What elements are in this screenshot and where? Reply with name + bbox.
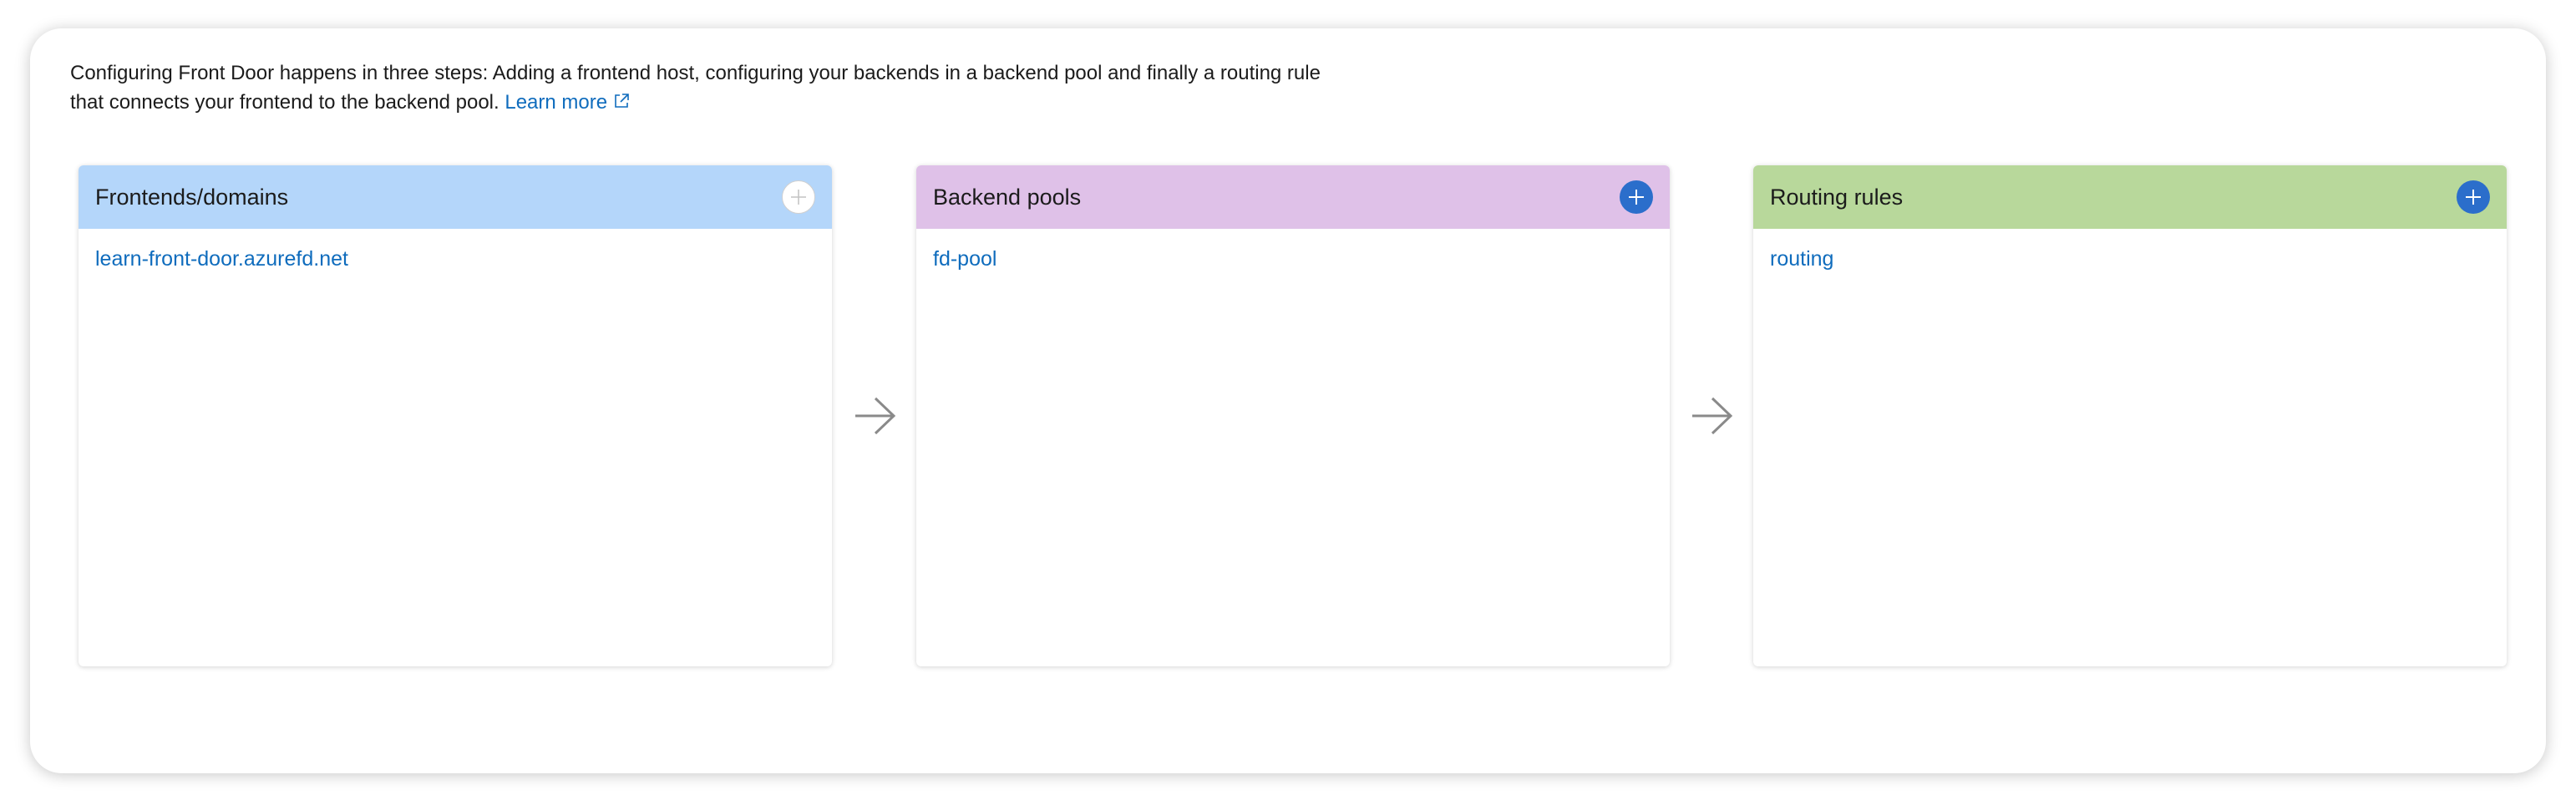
frontend-item-link[interactable]: learn-front-door.azurefd.net (95, 247, 348, 271)
plus-icon (2466, 190, 2481, 205)
plus-icon (791, 190, 806, 205)
learn-more-link[interactable]: Learn more (505, 91, 631, 114)
intro-description: Configuring Front Door happens in three … (70, 62, 1321, 114)
backend-pool-item-link[interactable]: fd-pool (933, 247, 997, 271)
backend-pools-card-title: Backend pools (933, 184, 1082, 210)
external-link-icon (612, 89, 631, 119)
arrow-right-icon (855, 397, 896, 435)
frontends-card-title: Frontends/domains (95, 184, 289, 210)
routing-rules-card-header: Routing rules (1753, 165, 2507, 229)
add-frontend-button[interactable] (782, 180, 815, 214)
frontends-card-header: Frontends/domains (79, 165, 832, 229)
add-backend-pool-button[interactable] (1620, 180, 1653, 214)
backend-pools-card-header: Backend pools (916, 165, 1670, 229)
arrow-right-icon (1692, 397, 1733, 435)
plus-icon (1629, 190, 1644, 205)
frontends-card: Frontends/domains learn-front-door.azure… (79, 165, 832, 666)
routing-rule-item-link[interactable]: routing (1770, 247, 1834, 271)
routing-rules-card-title: Routing rules (1770, 184, 1904, 210)
intro-text: Configuring Front Door happens in three … (70, 58, 1323, 119)
add-routing-rule-button[interactable] (2457, 180, 2490, 214)
backend-pools-card: Backend pools fd-pool (916, 165, 1670, 666)
routing-rules-card: Routing rules routing (1753, 165, 2507, 666)
